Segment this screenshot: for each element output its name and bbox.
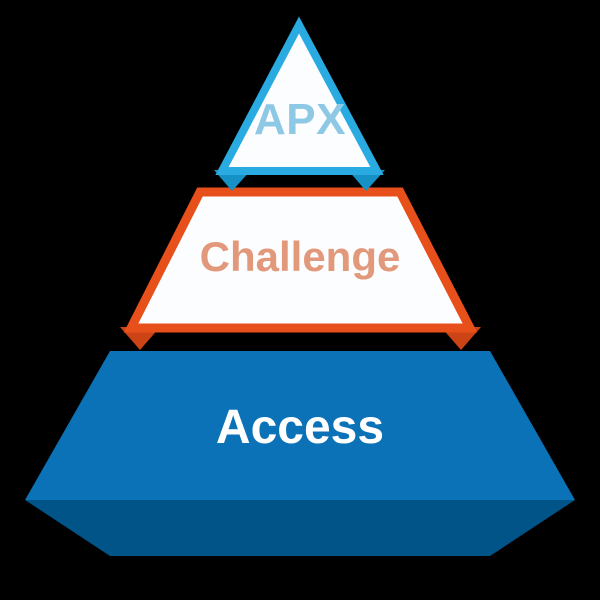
middle-trapezoid-body bbox=[123, 187, 478, 333]
middle-connector-right-down-arrow-icon bbox=[441, 327, 481, 350]
apex-triangle-body bbox=[215, 16, 384, 175]
apex-connector-left-down-arrow-icon bbox=[214, 170, 251, 191]
base-block-top-face bbox=[25, 351, 575, 500]
apex-layer-label: APX bbox=[254, 95, 346, 144]
apex-connector-right-down-arrow-icon bbox=[348, 170, 385, 191]
pyramid-layer-base[interactable] bbox=[25, 351, 575, 556]
base-layer-label: Access bbox=[215, 401, 385, 454]
middle-connector-left-down-arrow-icon bbox=[120, 327, 160, 350]
pyramid-layer-apex[interactable] bbox=[214, 16, 385, 191]
pyramid-layer-middle[interactable] bbox=[120, 187, 481, 350]
base-block-side-face bbox=[25, 500, 575, 556]
middle-layer-label: Challenge bbox=[199, 233, 401, 280]
